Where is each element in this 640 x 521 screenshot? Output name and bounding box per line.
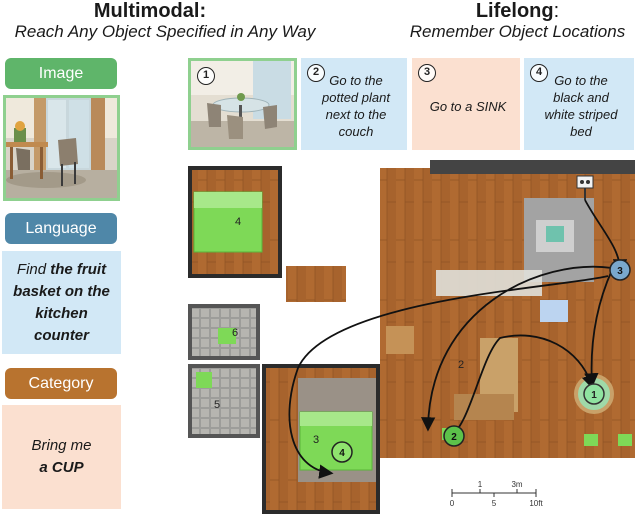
task-1-image: 1 (188, 58, 297, 150)
svg-text:4: 4 (339, 448, 345, 459)
counter (436, 270, 542, 296)
language-label: Language (5, 213, 117, 244)
marker-1: 1 (584, 384, 604, 404)
language-instruction: Find the fruit basket on the kitchen cou… (2, 251, 121, 354)
lifelong-subtitle: Remember Object Locations (395, 22, 640, 42)
category-lead: Bring me (31, 435, 91, 457)
armchair (386, 326, 414, 354)
goal-image (3, 95, 120, 201)
task-4: 4 Go to the black and white striped bed (524, 58, 634, 150)
category-object: a CUP (39, 457, 83, 479)
sink-area (540, 300, 568, 322)
dining-room-photo (6, 98, 117, 198)
task-2: 2 Go to the potted plant next to the cou… (301, 58, 407, 150)
toilet-highlight (196, 372, 212, 388)
marker-4: 4 (332, 442, 352, 462)
task-1-number: 1 (197, 67, 215, 85)
marker-3: 3 (610, 260, 630, 280)
scale-tick-3m: 3m (511, 480, 522, 489)
floor-map: 4 6 5 3 2 1 2 (180, 158, 640, 521)
scale-tick-10ft: 10ft (529, 499, 543, 508)
scale-tick-1m: 1 (478, 480, 483, 489)
room-label-5: 5 (214, 399, 220, 411)
task-4-text: Go to the black and white striped bed (524, 58, 634, 150)
multimodal-title: Multimodal: (0, 0, 300, 23)
hallway (286, 266, 346, 302)
scale-bar: 1 3m 0 5 10ft (450, 480, 544, 508)
task-3-text: Go to a SINK (412, 58, 520, 150)
room-label-6: 6 (232, 327, 238, 339)
task-2-text: Go to the potted plant next to the couch (301, 58, 407, 150)
image-label: Image (5, 58, 117, 89)
svg-text:1: 1 (591, 390, 597, 401)
floor-map-svg: 4 6 5 3 2 1 2 (180, 158, 640, 521)
multimodal-subtitle: Reach Any Object Specified in Any Way (0, 22, 330, 42)
marker-2: 2 (444, 426, 464, 446)
room-label-2: 2 (458, 359, 464, 371)
room-label-4: 4 (235, 216, 241, 228)
language-lead: Find (17, 261, 46, 278)
lifelong-title: Lifelong: (395, 0, 640, 23)
plant-highlight (584, 434, 598, 446)
task-3: 3 Go to a SINK (412, 58, 520, 150)
category-label: Category (5, 368, 117, 399)
room-label-3: 3 (313, 434, 319, 446)
scale-tick-0: 0 (450, 499, 455, 508)
scale-tick-5: 5 (492, 499, 497, 508)
svg-text:3: 3 (617, 266, 623, 277)
svg-text:2: 2 (451, 432, 457, 443)
fruit-basket-highlight (546, 226, 564, 242)
category-instruction: Bring me a CUP (2, 405, 121, 509)
